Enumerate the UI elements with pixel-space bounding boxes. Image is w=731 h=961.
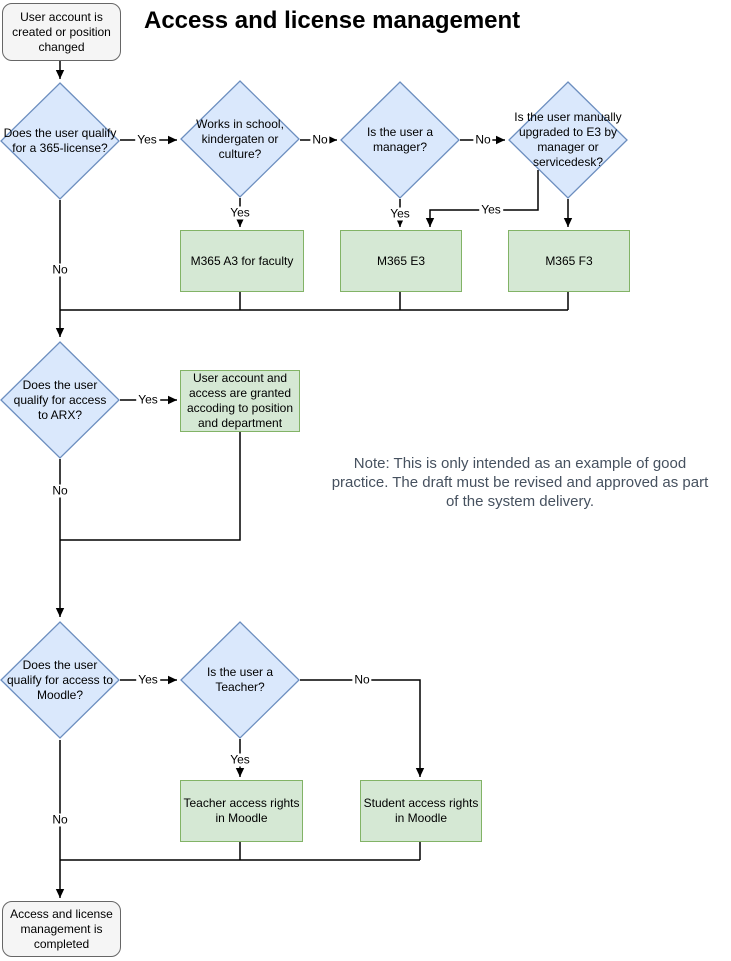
edge-label-license-yes: Yes	[135, 132, 159, 147]
diamond-shape-icon	[340, 81, 460, 199]
diamond-shape-icon	[180, 621, 300, 739]
outcome-m365-e3: M365 E3	[340, 230, 462, 292]
edge-label-school-no: No	[310, 132, 330, 147]
edge-label-moodle-no: No	[50, 812, 70, 827]
note-text: Note: This is only intended as an exampl…	[331, 455, 709, 510]
outcome-student-moodle-label: Student access rights in Moodle	[363, 796, 479, 825]
decision-moodle-label: Does the user qualify for access to Mood…	[6, 657, 114, 702]
decision-arx: Does the user qualify for access to ARX?	[0, 341, 120, 459]
connector-teacher-no-to-student-rights	[300, 679, 425, 777]
terminal-end: Access and license management is complet…	[2, 901, 121, 957]
edge-label-arx-yes: Yes	[136, 392, 160, 407]
outcome-arx-grant: User account and access are granted acco…	[180, 370, 300, 432]
decision-manager: Is the user a manager?	[340, 81, 460, 199]
decision-teacher: Is the user a Teacher?	[180, 621, 300, 739]
diamond-shape-icon	[0, 341, 120, 459]
edge-label-teacher-yes: Yes	[228, 752, 252, 767]
decision-365-license-label: Does the user qualify for a 365-license?	[3, 126, 117, 155]
edge-label-manager-yes: Yes	[388, 206, 412, 221]
decision-arx-label: Does the user qualify for access to ARX?	[13, 377, 107, 422]
outcome-student-moodle: Student access rights in Moodle	[360, 780, 482, 842]
outcome-m365-a3: M365 A3 for faculty	[180, 230, 304, 292]
edge-label-school-yes: Yes	[228, 205, 252, 220]
outcome-m365-e3-label: M365 E3	[376, 253, 426, 268]
edge-label-teacher-no: No	[352, 672, 372, 687]
page-title: Access and license management	[144, 7, 521, 34]
outcome-teacher-moodle-label: Teacher access rights in Moodle	[183, 796, 300, 825]
terminal-end-label: Access and license management is complet…	[10, 906, 113, 951]
outcome-arx-grant-label: User account and access are granted acco…	[186, 371, 294, 430]
decision-teacher-label: Is the user a Teacher?	[206, 665, 274, 694]
diamond-shape-icon	[180, 80, 300, 198]
outcome-teacher-moodle: Teacher access rights in Moodle	[180, 780, 303, 842]
decision-moodle: Does the user qualify for access to Mood…	[0, 621, 120, 739]
edge-label-upgrade-yes: Yes	[479, 202, 503, 217]
diamond-shape-icon	[0, 82, 120, 200]
decision-manual-e3-label: Is the user manually upgraded to E3 by m…	[514, 110, 622, 169]
decision-school: Works in school, kindergaten or culture?	[180, 80, 300, 198]
decision-manager-label: Is the user a manager?	[366, 125, 434, 154]
edge-label-license-no: No	[50, 262, 70, 277]
edge-label-moodle-yes: Yes	[136, 672, 160, 687]
decision-manual-e3: Is the user manually upgraded to E3 by m…	[508, 81, 628, 199]
outcome-m365-f3-label: M365 F3	[545, 253, 593, 268]
decision-school-label: Works in school, kindergaten or culture?	[196, 116, 284, 161]
terminal-start: User account is created or position chan…	[2, 3, 121, 61]
edge-label-manager-no: No	[473, 132, 493, 147]
edge-label-arx-no: No	[50, 483, 70, 498]
outcome-m365-a3-label: M365 A3 for faculty	[190, 253, 294, 268]
diamond-shape-icon	[0, 621, 120, 739]
terminal-start-label: User account is created or position chan…	[12, 9, 111, 54]
decision-365-license: Does the user qualify for a 365-license?	[0, 82, 120, 200]
diamond-shape-icon	[508, 81, 628, 199]
outcome-m365-f3: M365 F3	[508, 230, 630, 292]
